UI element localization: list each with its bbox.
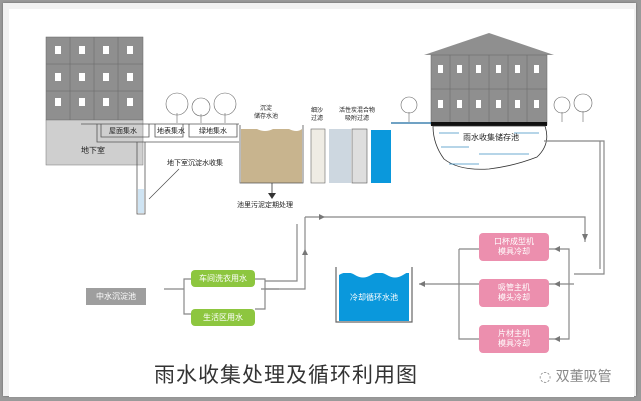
- sand-filter-label: 细沙 过滤: [311, 107, 324, 122]
- flow-arrows: [302, 214, 588, 342]
- trees-right-icon: [400, 93, 593, 122]
- carbon-filter: [351, 128, 368, 184]
- basement-label: 地下室: [81, 146, 105, 155]
- sludge-label: 池里污泥定期处理: [237, 201, 293, 209]
- sheet-machine-box: 片材主机 模具冷却: [479, 325, 549, 353]
- surface-collection-label: 地表集水: [157, 127, 185, 135]
- watermark-text: 双董吸管: [555, 369, 612, 385]
- roof-collection-label: 屋面集水: [109, 127, 137, 135]
- clear-water: [329, 129, 351, 183]
- collection-channels: [81, 123, 239, 215]
- right-building: [424, 33, 554, 126]
- sand-filter: [310, 128, 326, 184]
- basement-block: [45, 119, 144, 166]
- settling-tank-label: 沉淀 储存水池: [254, 105, 279, 120]
- left-building: [45, 36, 144, 166]
- carbon-filter-label: 活性炭混合物 吸附过滤: [339, 107, 376, 122]
- rain-storage-pond: [432, 125, 548, 170]
- diagram-canvas: 地下室 屋面集水 地表集水 绿地集水 地下室沉淀水收集 沉淀 储存水池 细沙 过…: [9, 9, 634, 397]
- green-collection-label: 绿地集水: [199, 127, 227, 135]
- wechat-icon: ◌: [539, 369, 552, 385]
- settling-tank-water: [241, 129, 302, 183]
- straw-machine-box: 吸管主机 模头冷却: [479, 279, 549, 307]
- basement-seepage-label: 地下室沉淀水收集: [167, 159, 223, 167]
- watermark: ◌ 双董吸管: [539, 366, 612, 386]
- filtered-water: [371, 130, 391, 183]
- sludge-arrow-icon: [268, 193, 276, 199]
- trees-icon: [165, 92, 237, 123]
- diagram-graphics: [45, 33, 605, 342]
- cooling-pool-water: [339, 273, 409, 321]
- pointer-arrow: [148, 168, 180, 200]
- seepage-well: [138, 189, 144, 213]
- living-water-box: 生活区用水: [191, 309, 255, 326]
- reclaimed-tank-box: 中水沉淀池: [86, 288, 146, 305]
- cooling-pool-label: 冷却循环水池: [350, 293, 398, 302]
- rain-storage-label: 雨水收集储存池: [463, 133, 519, 142]
- diagram-title: 雨水收集处理及循环利用图: [154, 363, 418, 387]
- laundry-water-box: 车间洗衣用水: [191, 270, 255, 287]
- diagram-frame: 地下室 屋面集水 地表集水 绿地集水 地下室沉淀水收集 沉淀 储存水池 细沙 过…: [3, 3, 636, 397]
- cup-machine-box: 口杯成型机 模具冷却: [479, 233, 549, 261]
